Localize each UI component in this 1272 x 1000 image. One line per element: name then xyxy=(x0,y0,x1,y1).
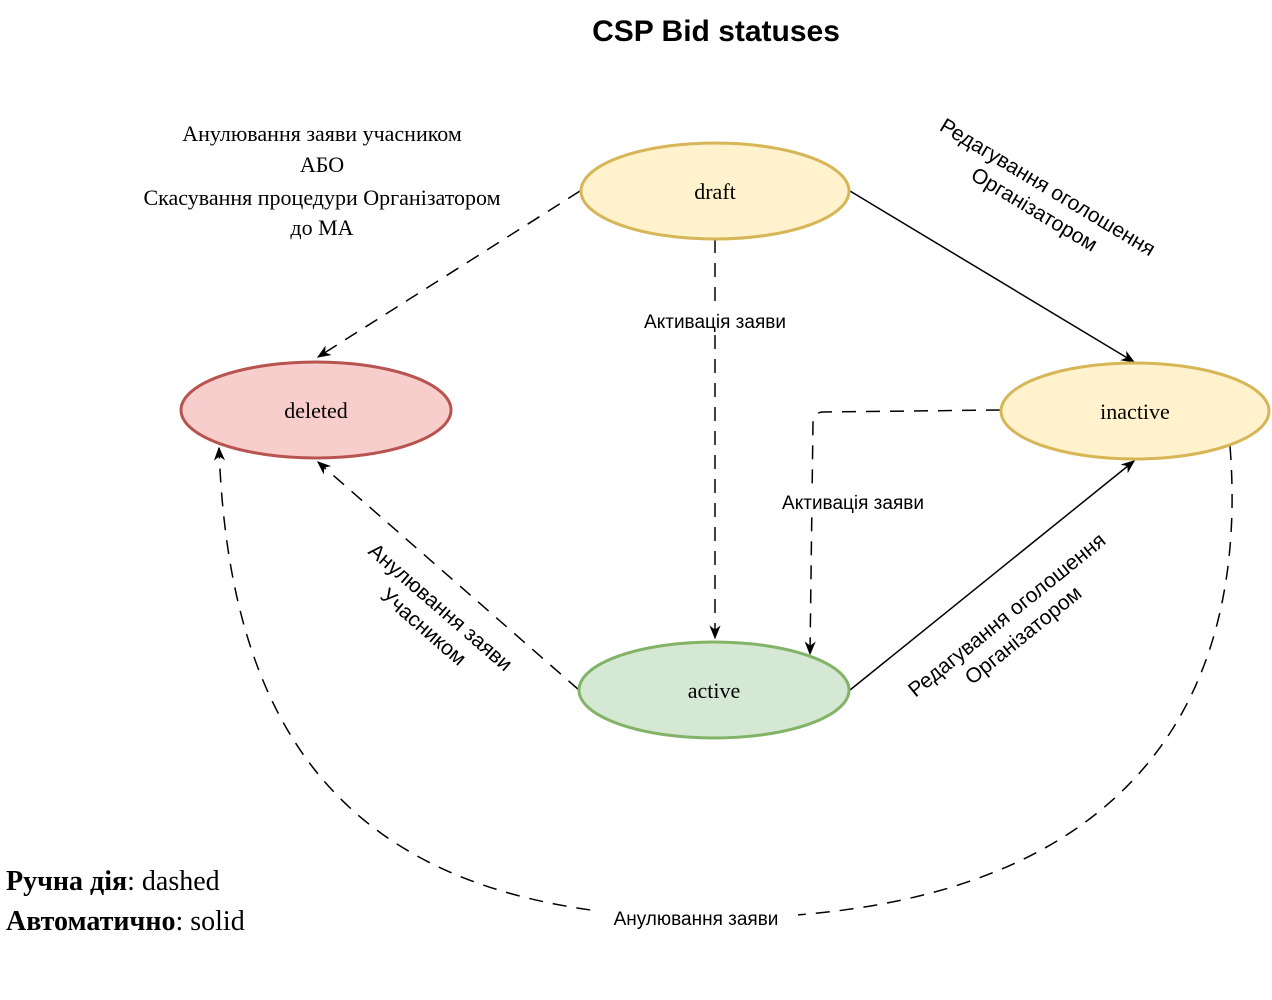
svg-text:АБО: АБО xyxy=(300,152,344,177)
diagram-title: CSP Bid statuses xyxy=(592,15,840,48)
node-deleted-label: deleted xyxy=(284,398,348,423)
node-inactive[interactable]: inactive xyxy=(999,361,1271,461)
node-active[interactable]: active xyxy=(577,640,851,740)
edge-active-to-deleted xyxy=(316,461,580,691)
node-inactive-label: inactive xyxy=(1100,399,1170,424)
edge-draft-to-inactive xyxy=(849,190,1136,363)
legend-manual: Ручна дія: dashed xyxy=(6,866,220,898)
legend-auto-value: : solid xyxy=(175,906,245,937)
legend-manual-label: Ручна дія xyxy=(6,866,128,897)
edge-label-draft-to-active: Активація заяви xyxy=(644,312,786,333)
node-deleted[interactable]: deleted xyxy=(179,360,453,460)
svg-text:Анулювання заяви учасником: Анулювання заяви учасником xyxy=(182,121,462,146)
node-draft[interactable]: draft xyxy=(579,141,851,241)
node-draft-label: draft xyxy=(694,179,736,204)
edge-active-to-inactive xyxy=(849,460,1136,691)
edge-inactive-to-deleted xyxy=(213,445,1233,919)
edge-label-active-to-deleted: Анулювання заяви Учасником xyxy=(364,539,517,676)
svg-text:до МА: до МА xyxy=(290,215,353,240)
node-active-label: active xyxy=(688,678,741,703)
svg-text:Скасування процедури Організат: Скасування процедури Організатором xyxy=(143,185,500,210)
edge-label-active-to-inactive: Редагування оголошення Організатором xyxy=(904,529,1110,702)
edge-label-inactive-to-deleted: Анулювання заяви xyxy=(614,909,779,930)
legend-manual-value: : dashed xyxy=(127,866,220,897)
edge-inactive-to-active xyxy=(804,409,1001,656)
edge-draft-to-deleted xyxy=(316,190,581,358)
edge-label-draft-to-inactive: Редагування оголошення Організатором xyxy=(936,114,1159,261)
legend-auto: Автоматично: solid xyxy=(6,906,245,938)
edge-label-draft-to-deleted: Анулювання заяви учасником АБО Скасуванн… xyxy=(143,121,500,240)
svg-text:Редагування оголошення: Редагування оголошення xyxy=(936,114,1159,261)
edge-label-inactive-to-active: Активація заяви xyxy=(782,493,924,514)
svg-text:Редагування оголошення: Редагування оголошення xyxy=(904,529,1110,702)
legend-auto-label: Автоматично xyxy=(6,906,176,937)
